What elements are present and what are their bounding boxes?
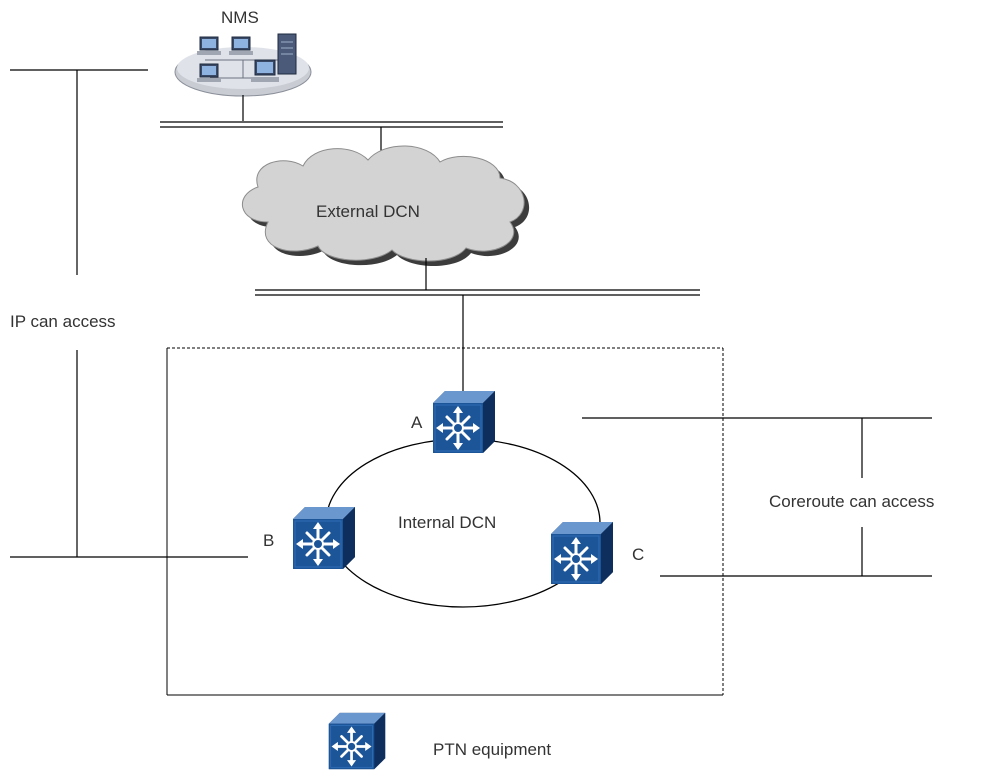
legend-ptn-label: PTN equipment [433,740,552,759]
upper-bus [160,121,503,128]
external-dcn-cloud [242,145,530,266]
external-dcn-label: External DCN [316,202,420,221]
coreroute-access-label: Coreroute can access [769,492,935,511]
legend-ptn-icon [327,711,387,771]
ptn-device-a-icon [431,389,497,455]
ip-access-bracket [10,69,248,558]
ne-c-label: C [632,545,645,564]
internal-dcn-label: Internal DCN [398,513,497,532]
ptn-device-b-icon [291,505,357,571]
nms-icon [174,33,312,97]
nms-label: NMS [221,8,259,27]
coreroute-access-bracket [582,417,932,577]
ptn-device-c-icon [549,520,615,586]
lower-bus [255,289,700,296]
internal-dcn-boundary [166,347,724,696]
ne-b-label: B [263,531,275,550]
ip-access-label: IP can access [10,312,116,331]
ne-a-label: A [411,413,423,432]
